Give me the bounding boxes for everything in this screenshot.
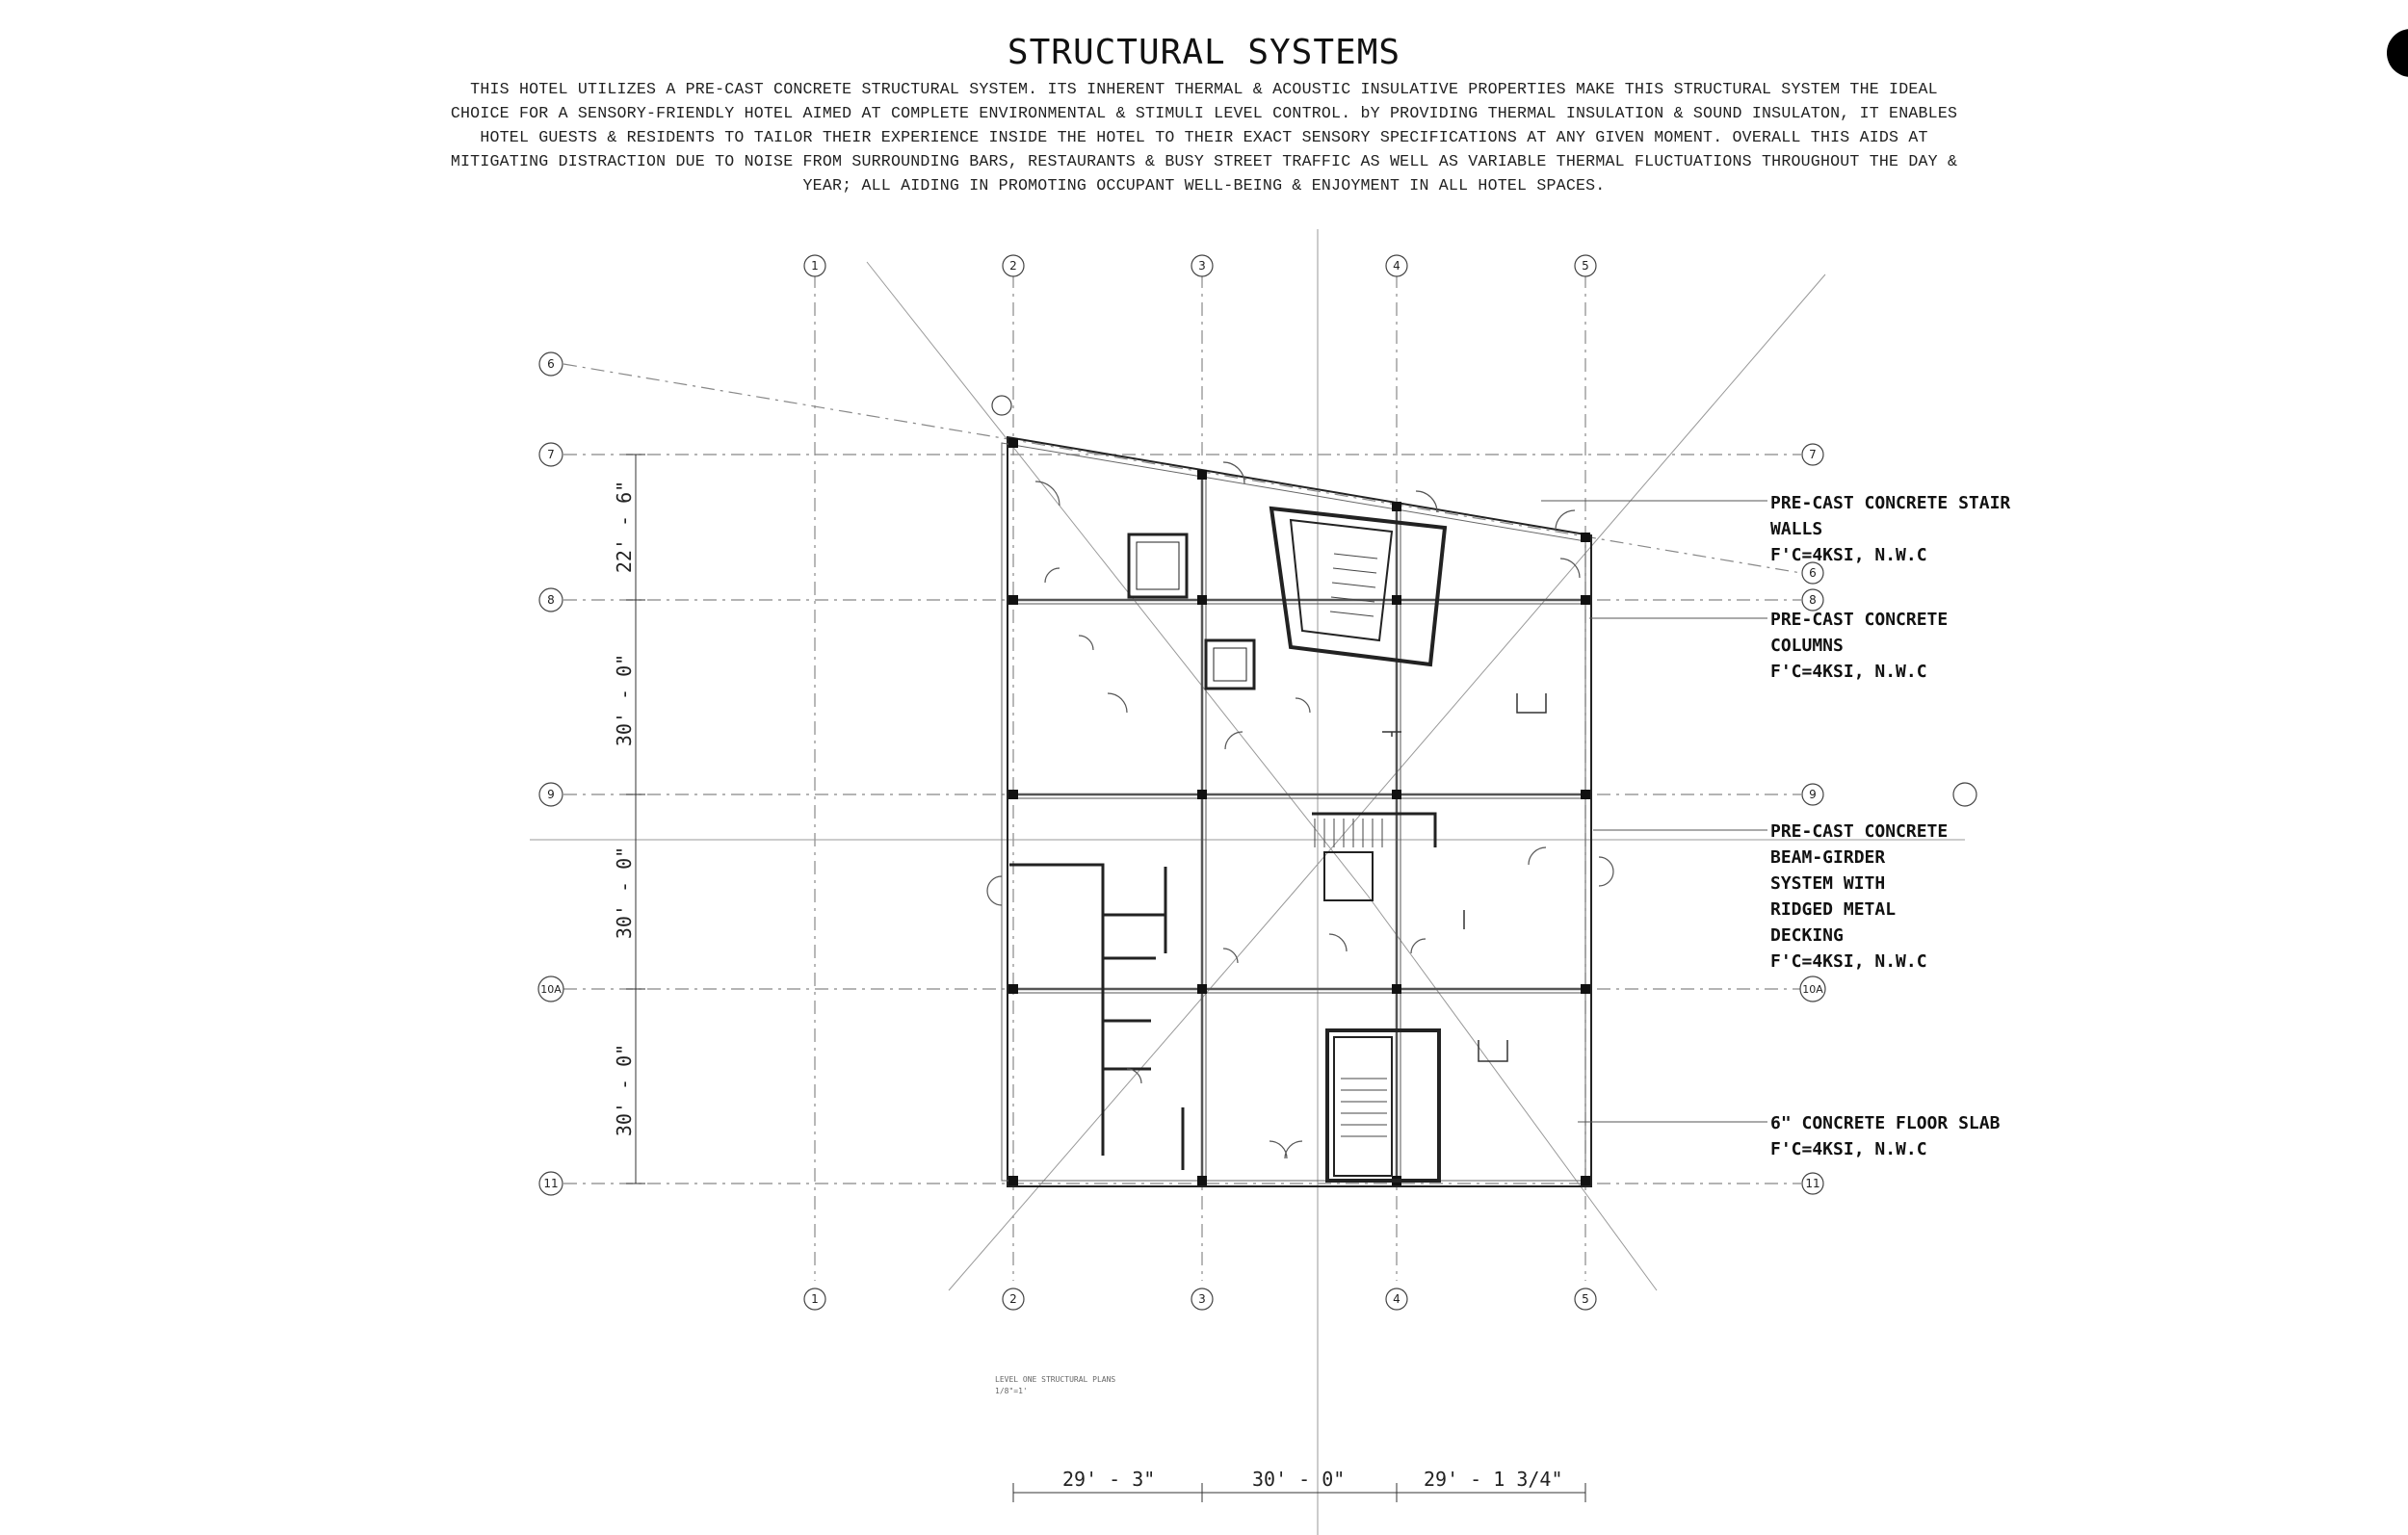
grid-bubble-9-left [538,782,563,807]
annotation-columns: PRE-CAST CONCRETE COLUMNS F'C=4KSI, N.W.… [1770,610,1949,682]
grid-label: 3 [1198,259,1206,273]
grid-bubble-10a-right [1799,976,1826,1002]
grid-label: 5 [1582,259,1589,273]
stair-walls [1127,506,1448,1183]
grid-label: 2 [1009,1292,1017,1306]
annotation-stair-walls: PRE-CAST CONCRETE STAIR WALLS F'C=4KSI, … [1770,493,2011,565]
dimension-horizontal: 30' - 0" [1252,1468,1346,1491]
beam-girder-system [1013,472,1585,1184]
grid-label: 9 [1809,788,1817,801]
grid-bubble-3-top [1191,254,1214,277]
grid-bubble-1-bottom [803,1288,826,1311]
grid-label: 3 [1198,1292,1206,1306]
grid-bubble-labels: 1 2 3 4 5 1 2 3 4 5 6 7 8 9 10A 11 7 6 8… [540,259,1823,1306]
dimension-horizontal: 29' - 3" [1062,1468,1156,1491]
grid-bubble-5-top [1574,254,1597,277]
dimension-vertical: 30' - 0" [613,1043,637,1137]
grid-label: 8 [1809,593,1817,607]
description-line: YEAR; ALL AIDING IN PROMOTING OCCUPANT W… [802,176,1606,195]
grid-bubble-6-left [538,351,563,377]
annotation-beam-girder: PRE-CAST CONCRETE BEAM-GIRDER SYSTEM WIT… [1770,821,1949,972]
grid-line-row-6 [563,363,1802,574]
grid-label: 7 [547,448,555,461]
grid-label: 2 [1009,259,1017,273]
grid-label: 1 [811,259,819,273]
door-swings [986,461,1614,1159]
grid-label: 6 [547,357,555,371]
annotation-floor-slab: 6" CONCRETE FLOOR SLAB F'C=4KSI, N.W.C [1770,1113,2001,1159]
grid-label: 8 [547,593,555,607]
page-title: STRUCTURAL SYSTEMS [1007,33,1401,72]
grid-label: 11 [1805,1177,1819,1190]
dimension-vertical: 30' - 0" [613,846,637,940]
grid-label: 5 [1582,1292,1589,1306]
plan-caption: LEVEL ONE STRUCTURAL PLANS [995,1375,1116,1384]
description-line: MITIGATING DISTRACTION DUE TO NOISE FROM… [450,152,1958,170]
description-paragraph: THIS HOTEL UTILIZES A PRE-CAST CONCRETE … [289,77,2119,197]
grid-bubble-2-bottom [1002,1288,1025,1311]
grid-bubble-8-left [538,587,563,612]
grid-bubble-2-top [1002,254,1025,277]
grid-bubble-9-right [1801,783,1824,806]
grid-bubble-3-bottom [1191,1288,1214,1311]
dimension-vertical: 30' - 0" [613,653,637,747]
grid-bubble-7-left [538,442,563,467]
dimension-vertical: 22' - 6" [613,480,637,574]
dimension-horizontal: 29' - 1 3/4" [1424,1468,1563,1491]
grid-bubble-7-right [1801,443,1824,466]
grid-bubble-6-right [1801,561,1824,585]
plan-scale: 1/8"=1' [995,1387,1028,1395]
annotation-leaders [1541,500,1767,1123]
grid-bubble-8-right [1801,588,1824,611]
grid-bubble-11-left [538,1171,563,1196]
page-marker-dot [2387,29,2408,77]
description-line: HOTEL GUESTS & RESIDENTS TO TAILOR THEIR… [480,128,1928,146]
description-line: CHOICE FOR A SENSORY-FRIENDLY HOTEL AIME… [450,104,1958,122]
grid-label: 4 [1393,1292,1400,1306]
grid-bubble-11-right [1801,1172,1824,1195]
precast-columns [1008,438,1590,1185]
reference-lines [530,229,1965,1535]
grid-label: 11 [543,1177,558,1190]
grid-label: 9 [547,788,555,801]
stair-treads [1314,553,1387,1137]
description-line: THIS HOTEL UTILIZES A PRE-CAST CONCRETE … [470,80,1938,98]
grid-bubble-10a-left [537,976,564,1002]
dimension-lines [626,454,1586,1502]
grid-bubble-4-bottom [1385,1288,1408,1311]
interior-walls [1009,812,1437,1170]
grid-label: 1 [811,1292,819,1306]
grid-label: 7 [1809,448,1817,461]
grid-bubble-5-bottom [1574,1288,1597,1311]
fixtures [1382,693,1547,1062]
grid-bubbles [537,254,1977,1311]
grid-label: 4 [1393,259,1400,273]
grid-label: 6 [1809,566,1817,580]
grid-label: 10A [1802,983,1823,996]
grid-label: 10A [540,983,562,996]
grid-bubble-4-top [1385,254,1408,277]
grid-bubble-1-top [803,254,826,277]
building-outline [1001,435,1592,1187]
